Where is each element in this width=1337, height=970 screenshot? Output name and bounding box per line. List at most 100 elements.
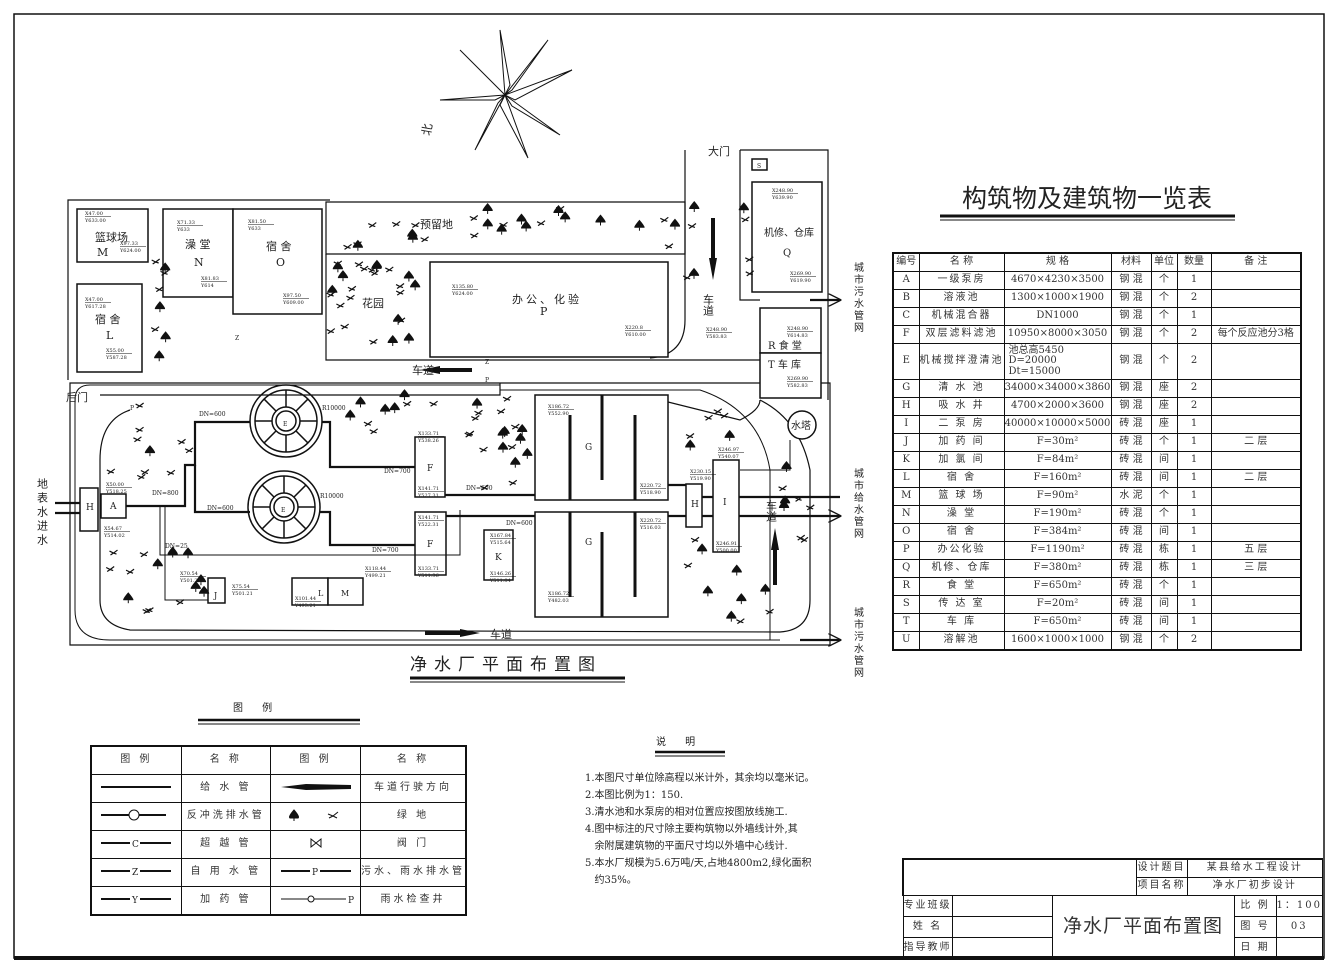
table-cell: 二 泵 房 [918, 415, 1005, 434]
table-cell: 砖 混 [1110, 451, 1152, 470]
grass-icon [105, 566, 115, 573]
svg-text:Y: Y [131, 896, 141, 906]
grass-icon [175, 599, 185, 606]
back-gate-label: 后门 [66, 390, 88, 404]
coord-x: X220.8 [625, 325, 643, 331]
coord-x: X269.90 [787, 376, 808, 382]
grass-icon [402, 400, 412, 407]
l-name: 宿 舍 [95, 312, 121, 326]
scale-label: 比 例 [1233, 895, 1277, 917]
building-s-guardroom [751, 158, 768, 171]
tree-icon [198, 585, 210, 597]
legend-symbol-cell: Y [90, 886, 182, 916]
grass-icon [326, 328, 336, 335]
coord-y: Y552.90 [547, 411, 569, 417]
table-cell: 间 [1150, 469, 1178, 488]
coord-x: X141.71 [418, 486, 439, 492]
grass-icon [367, 222, 377, 229]
table-cell: R [892, 577, 920, 596]
city-sewer-label-2: 城市污水管网 [852, 607, 864, 679]
legend-name: 阀 门 [360, 830, 467, 859]
coord-y: Y538.26 [417, 438, 439, 444]
table-cell: 砖 混 [1110, 469, 1152, 488]
service-z-label: Z [485, 359, 489, 366]
grass-icon [465, 430, 475, 437]
table-cell: 钢 混 [1110, 397, 1152, 416]
svg-text:P: P [348, 896, 356, 906]
grass-icon [177, 438, 186, 445]
grass-icon [778, 485, 787, 492]
design-topic-label: 设计题目 [1135, 858, 1188, 878]
drawing-no-label: 图 号 [1233, 916, 1277, 938]
n-code: N [194, 256, 204, 269]
coord-y: Y633.00 [84, 218, 106, 224]
tree-icon [482, 202, 493, 214]
coord-x: X47.00 [85, 297, 103, 303]
coord-y: Y633 [247, 226, 261, 232]
table-cell: 间 [1150, 613, 1178, 632]
table-cell: F=190m² [1003, 505, 1112, 524]
grass-icon [359, 265, 369, 272]
valve-icon [310, 837, 321, 848]
tree-icon [152, 558, 163, 570]
tree-icon [522, 447, 533, 459]
coord-x: X167.84 [490, 533, 511, 539]
grass-icon [796, 534, 806, 541]
table-cell: 机修、仓库 [918, 559, 1005, 578]
coord-x: X220.72 [640, 518, 661, 524]
coord-x: X101.44 [295, 596, 316, 602]
grass-icon [507, 443, 517, 450]
coord-x: X71.33 [177, 220, 195, 226]
filter-f1 [414, 436, 446, 498]
legend-header-cell: 名 称 [180, 745, 272, 775]
legend-symbol-cell: P [270, 858, 361, 887]
coord-x: X81.83 [201, 276, 219, 282]
coord-y: Y624.00 [119, 248, 141, 254]
table-cell: 砖 混 [1110, 613, 1152, 632]
legend-name: 车道行驶方向 [360, 774, 467, 803]
t-name: T 车 库 [768, 358, 801, 371]
table-cell: 个 [1150, 271, 1178, 290]
supply-pipe-icon [101, 785, 172, 788]
tree-icon [403, 332, 415, 344]
legend-name: 加 药 管 [180, 886, 272, 916]
road-arrow-right-icon [425, 629, 480, 637]
legend-name: 超 越 管 [180, 830, 272, 859]
table-cell: A [892, 271, 920, 290]
tree-icon [669, 218, 681, 230]
coord-x: X81.50 [248, 219, 266, 225]
tree-icon [123, 592, 134, 604]
o-code: O [276, 256, 285, 269]
coord-x: X246.91 [716, 541, 737, 547]
drawing-no-value: 03 [1275, 916, 1323, 938]
table-cell: 清 水 池 [918, 379, 1005, 398]
garden-label: 花园 [362, 297, 384, 310]
filter-f2 [414, 511, 447, 576]
tree-icon [685, 439, 696, 451]
table-header-cell: 名 称 [918, 252, 1005, 272]
legend-header-cell: 图 例 [270, 745, 361, 775]
grass-icon [660, 216, 669, 223]
grass-icon [184, 447, 194, 454]
table-cell: 池总高5450 D=20000 Dt=15000 [1003, 343, 1112, 380]
coord-x: X133.71 [418, 431, 439, 437]
table-header-cell: 材料 [1110, 252, 1152, 272]
advisor-value [951, 937, 1053, 959]
table-cell: J [892, 433, 920, 452]
tree-icon [387, 335, 398, 347]
table-cell: 栋 [1150, 559, 1178, 578]
a-code: A [109, 502, 117, 512]
tree-icon [144, 445, 156, 457]
road-label-gate: 车道 [702, 293, 715, 316]
tree-icon [407, 231, 418, 243]
pipe-label: DN=800 [152, 490, 179, 497]
